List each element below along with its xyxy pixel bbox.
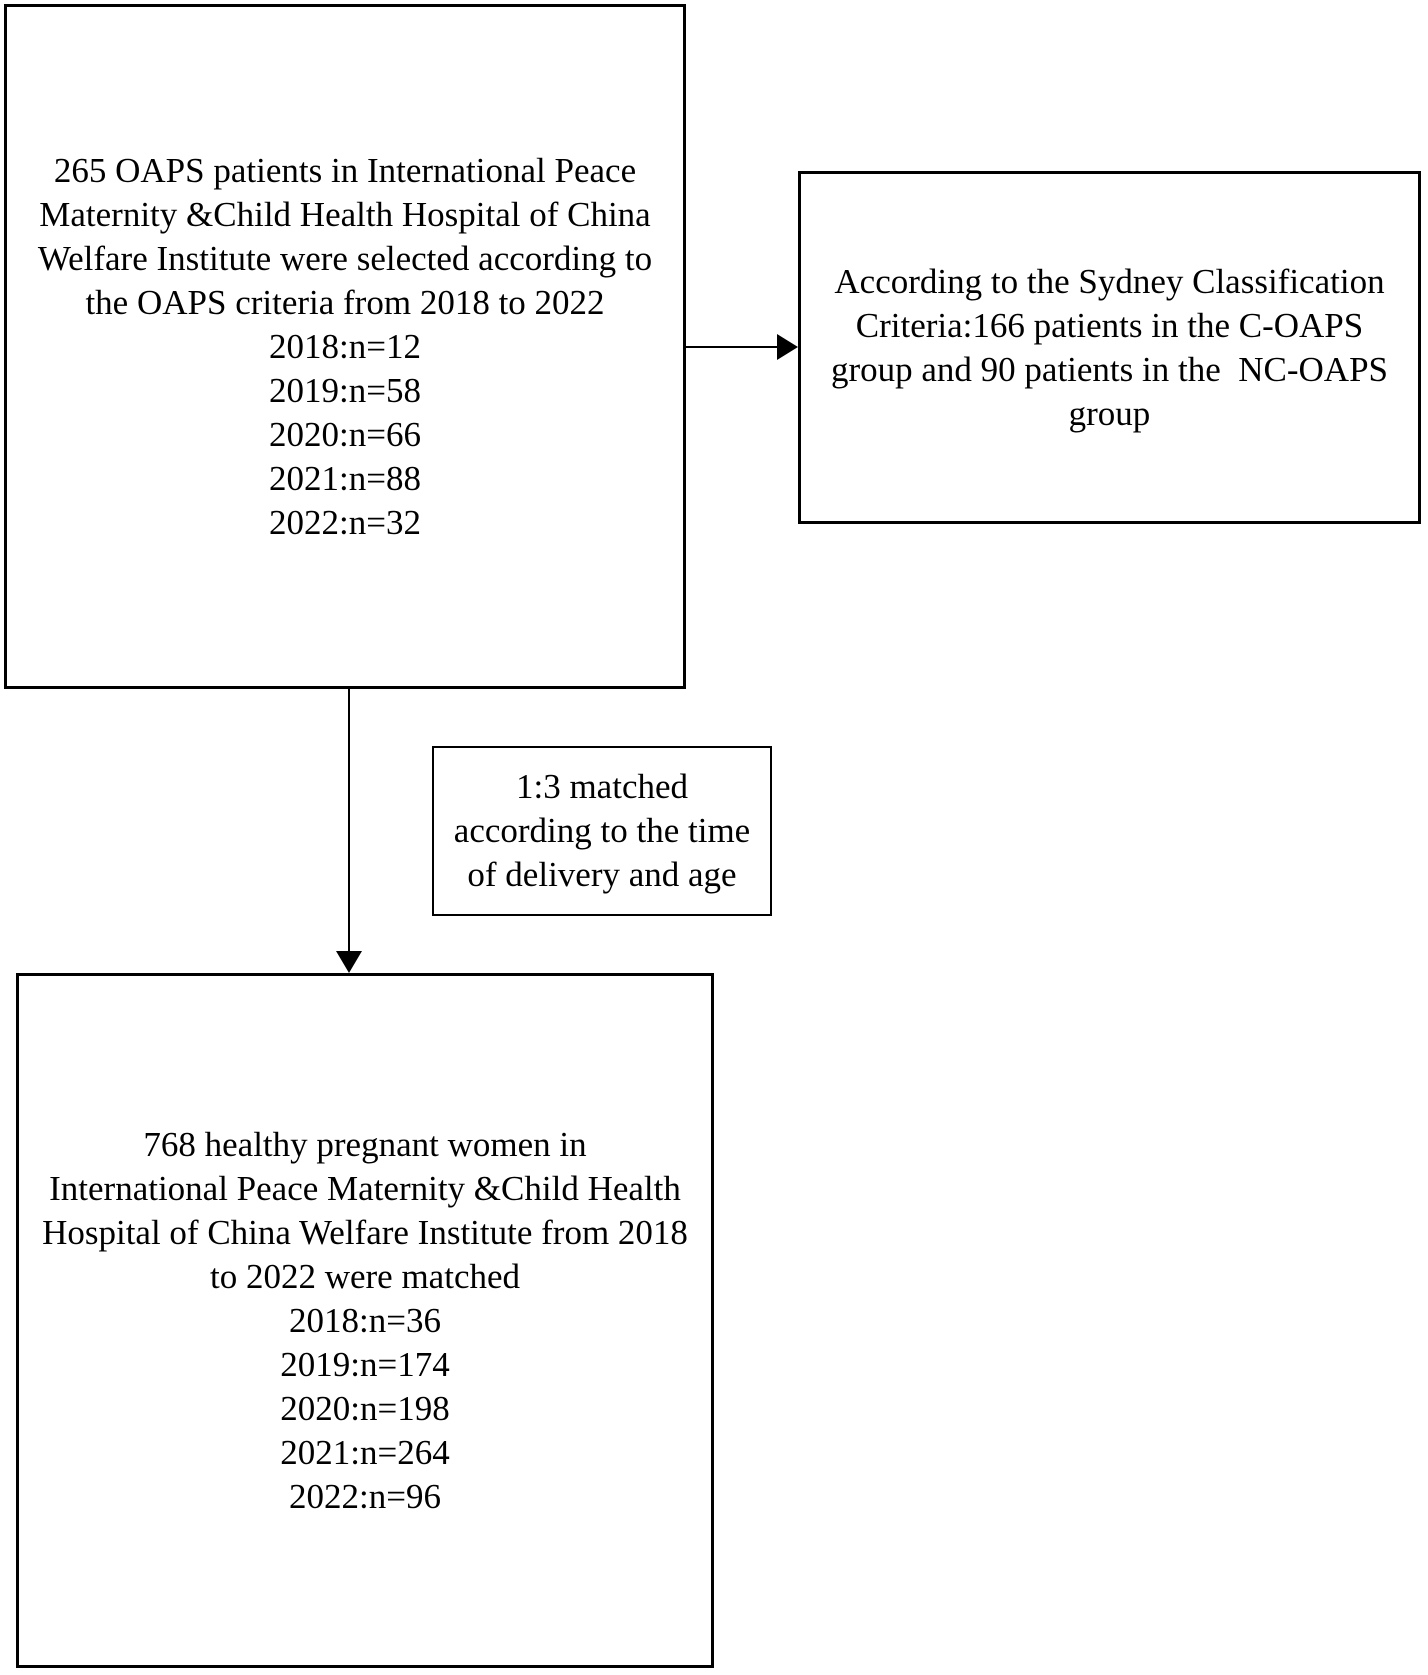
box-sydney-classification: According to the Sydney Classification C… xyxy=(798,171,1421,524)
connector-oaps-to-sydney xyxy=(685,346,778,348)
arrow-right-icon xyxy=(777,334,798,360)
healthy-controls-text: 768 healthy pregnant women in Internatio… xyxy=(42,1124,688,1516)
arrow-down-icon xyxy=(336,951,362,973)
box-oaps-patients: 265 OAPS patients in International Peace… xyxy=(4,4,686,689)
oaps-patients-text: 265 OAPS patients in International Peace… xyxy=(37,150,653,542)
connector-oaps-to-healthy xyxy=(348,688,350,952)
box-healthy-controls: 768 healthy pregnant women in Internatio… xyxy=(16,973,714,1668)
matching-criteria-text: 1:3 matched according to the time of del… xyxy=(453,767,751,894)
box-matching-criteria: 1:3 matched according to the time of del… xyxy=(432,746,772,916)
sydney-classification-text: According to the Sydney Classification C… xyxy=(830,261,1389,433)
